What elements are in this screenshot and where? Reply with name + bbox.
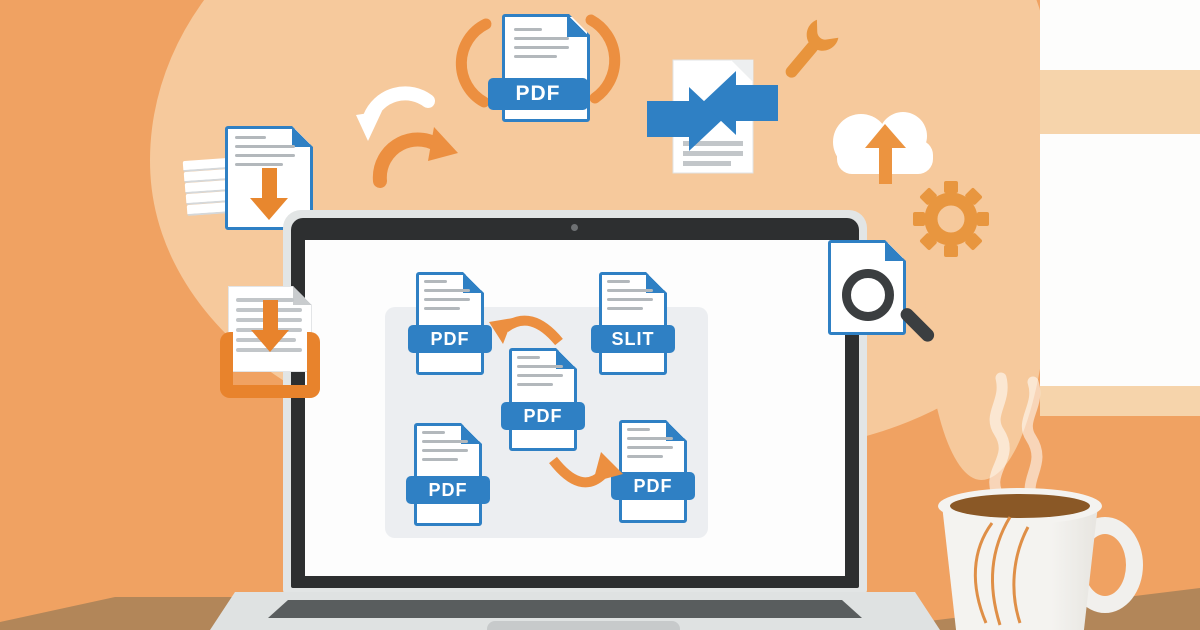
file-type-banner: PDF	[488, 78, 588, 110]
pdf-rotate-icon: PDF	[450, 8, 628, 140]
file-type-banner: PDF	[611, 472, 695, 500]
folded-corner	[292, 126, 313, 147]
wrench-icon	[773, 14, 845, 88]
document-download-tray-icon	[220, 286, 320, 398]
gear-icon	[910, 176, 992, 260]
folded-corner	[885, 240, 906, 261]
compress-document-icon	[645, 57, 780, 177]
magnifier-ring	[842, 269, 894, 321]
coffee-cup	[942, 505, 1098, 630]
text-lines	[627, 428, 679, 466]
convert-arrow-bottom	[549, 452, 623, 488]
text-lines	[517, 356, 569, 394]
folded-corner	[556, 348, 577, 369]
text-lines	[235, 136, 303, 174]
split-file-icon: SLIT	[591, 272, 675, 375]
file-type-banner: PDF	[406, 476, 490, 504]
file-type-banner: SLIT	[591, 325, 675, 353]
file-type-banner: PDF	[501, 402, 585, 430]
window-sill	[1040, 386, 1200, 416]
folded-corner	[567, 14, 590, 37]
window	[1040, 0, 1200, 386]
laptop-trackpad	[487, 621, 680, 630]
folded-corner	[463, 272, 484, 293]
folded-corner	[461, 423, 482, 444]
text-lines	[514, 28, 576, 66]
download-arrow-head	[250, 198, 288, 220]
file-type-banner: PDF	[408, 325, 492, 353]
folded-corner	[646, 272, 667, 293]
cloud-upload-icon	[813, 92, 953, 190]
sync-arrows-icon	[356, 86, 458, 188]
folded-corner	[666, 420, 687, 441]
rotate-arcs	[455, 14, 621, 108]
folded-corner	[293, 286, 312, 305]
pdf-file-icon-2: PDF	[501, 348, 585, 451]
pdf-file-icon-3: PDF	[406, 423, 490, 526]
pdf-file-icon-1: PDF	[408, 272, 492, 375]
text-lines	[422, 431, 474, 469]
download-arrow-head	[251, 330, 289, 352]
pdf-file-icon-4: PDF	[611, 420, 695, 523]
download-tray	[220, 332, 320, 398]
coffee-surface	[950, 494, 1090, 518]
window-frame-bar	[1040, 70, 1200, 134]
laptop-keyboard	[268, 600, 862, 618]
download-arrow-icon	[262, 168, 277, 200]
text-lines	[607, 280, 659, 318]
download-arrow-icon	[263, 300, 278, 332]
webcam-dot	[571, 224, 578, 231]
steam	[989, 372, 1043, 507]
convert-arrow-top	[489, 315, 563, 346]
text-lines	[424, 280, 476, 318]
cup-decoration	[973, 516, 1030, 626]
